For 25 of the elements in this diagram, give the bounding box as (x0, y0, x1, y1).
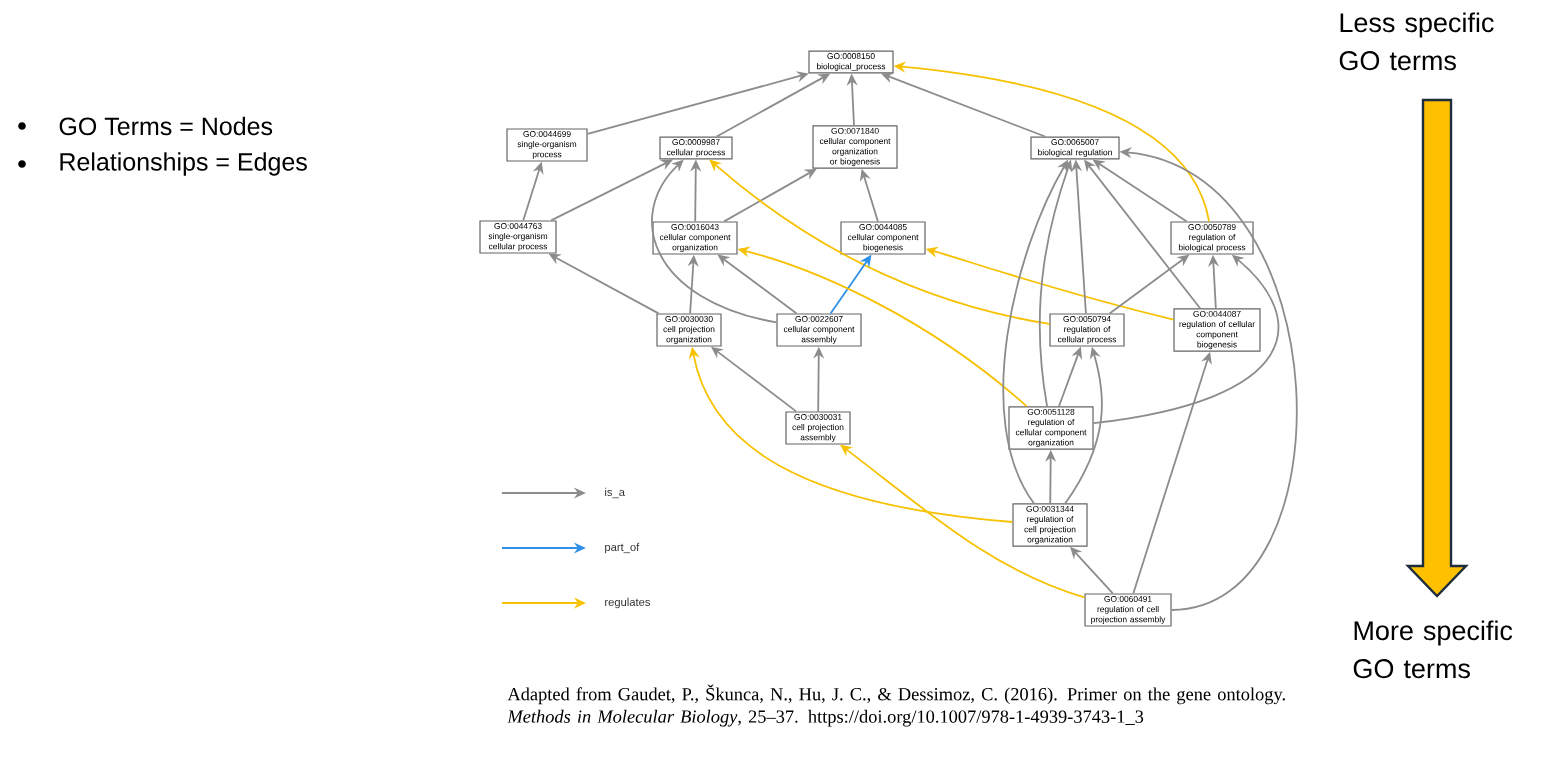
note-text: More specific GO terms (1353, 620, 1513, 679)
list-item: Relationships = Edges (60, 152, 307, 176)
go-term-box: GO:0050789 regulation of biological process (1170, 221, 1254, 255)
go-term-box: GO:0060491 regulation of cell projection assembly (1084, 593, 1172, 627)
go-term-box: GO:0016043 cellular component organization (652, 221, 738, 255)
legend-label: regulates (605, 597, 651, 609)
list-item: GO Terms = Nodes (59, 116, 273, 136)
citation: Adapted from Gaudet, P., Škunca, N., Hu, J. C., & Dessimoz, C. (2016). Primer on the gene ontology. Methods in Molecular Biology, 25–37. https://doi.org/10.1007/978-1-4939-3743-1_3 (507, 684, 1285, 727)
go-term-box: GO:0044087 regulation of cellular component biogenesis (1173, 308, 1261, 352)
legend-label: part_of (605, 542, 640, 554)
legend-label: is_a (605, 487, 625, 499)
go-term-box: GO:0030030 cell projection organization (656, 313, 722, 347)
go-term-box: GO:0044763 single-organism cellular process (479, 220, 557, 254)
go-term-box: GO:0031344 regulation of cell projection organization (1012, 503, 1088, 547)
go-term-box: GO:0044699 single-organism process (506, 128, 588, 162)
note-text: Less specific GO terms (1339, 12, 1494, 71)
go-term-box: GO:0030031 cell projection assembly (785, 411, 851, 445)
go-term-box: GO:0051128 regulation of cellular component organization (1008, 406, 1094, 450)
go-term-box: GO:0071840 cellular component organization or biogenesis (812, 125, 898, 169)
go-term-box: GO:0022607 cellular component assembly (776, 313, 862, 347)
go-term-box: GO:0008150 biological_process (808, 50, 894, 74)
go-term-box: GO:0009987 cellular process (659, 136, 733, 160)
go-term-box: GO:0044085 cellular component biogenesis (840, 221, 926, 255)
go-term-box: GO:0065007 biological regulation (1030, 136, 1120, 160)
go-term-box: GO:0050794 regulation of cellular process (1049, 313, 1125, 347)
